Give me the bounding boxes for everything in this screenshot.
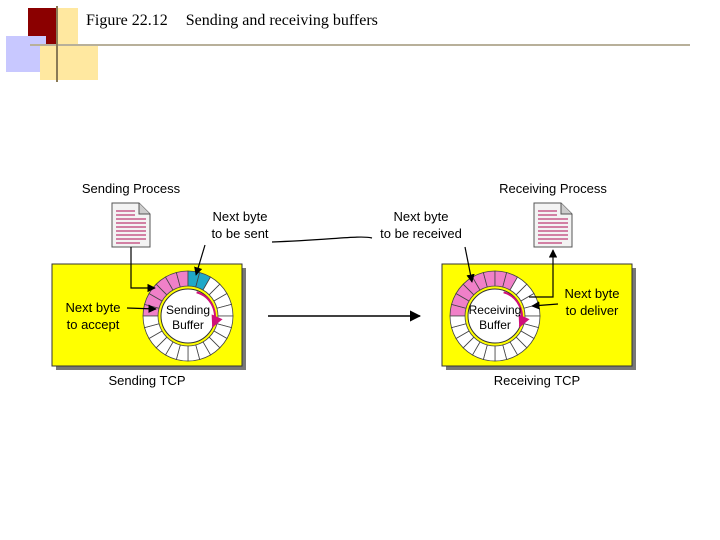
- sender-to-receiver-pointer-link: [271, 236, 373, 243]
- sending-tcp-label: Sending TCP: [108, 373, 185, 388]
- corner-cream-square-lower: [40, 46, 98, 80]
- slide-title: Figure 22.12 Sending and receiving buffer…: [86, 12, 378, 30]
- figure-caption: Sending and receiving buffers: [185, 12, 378, 29]
- sending-process-document-icon: [111, 202, 151, 248]
- receiving-buffer-slot: [449, 315, 467, 329]
- next-byte-to-accept-label-line-1: Next byte: [66, 300, 121, 315]
- next-byte-to-be-sent-pointer: [194, 244, 206, 276]
- next-byte-to-be-received-label-line-2: to be received: [380, 226, 462, 241]
- next-byte-to-accept-pointer: [126, 304, 157, 313]
- sending-buffer-ring: [142, 270, 234, 362]
- next-byte-to-deliver-pointer: [531, 301, 559, 310]
- receiving-buffer-direction-arrow: [503, 291, 530, 328]
- sending-buffer-direction-arrow: [196, 291, 223, 328]
- next-byte-to-be-sent-label-line-1: Next byte: [213, 209, 268, 224]
- buffer-to-receiving-process-arrow: [529, 249, 558, 298]
- sending-process-label: Sending Process: [82, 181, 181, 196]
- next-byte-to-be-received-pointer: [464, 246, 475, 283]
- next-byte-to-deliver-label-line-1: Next byte: [565, 286, 620, 301]
- sending-process-to-buffer-arrow: [130, 247, 156, 293]
- receiving-buffer-label-line-1: Receiving: [469, 303, 522, 317]
- next-byte-to-accept-label-line-2: to accept: [67, 317, 120, 332]
- receiving-process-document-icon: [533, 202, 573, 248]
- corner-cream-square: [56, 8, 78, 44]
- corner-blue-square: [6, 36, 46, 72]
- next-byte-to-deliver-label-line-2: to deliver: [566, 303, 619, 318]
- figure-number: Figure 22.12: [86, 12, 168, 29]
- next-byte-to-be-sent-label-line-2: to be sent: [211, 226, 268, 241]
- sending-buffer-slot: [142, 315, 160, 329]
- corner-vertical-rule: [56, 6, 58, 82]
- sending-buffer-label-line-2: Buffer: [172, 318, 204, 332]
- sending-buffer-label-line-1: Sending: [166, 303, 210, 317]
- receiving-tcp-label: Receiving TCP: [494, 373, 580, 388]
- receiving-buffer-label-line-2: Buffer: [479, 318, 511, 332]
- receiving-process-label: Receiving Process: [499, 181, 607, 196]
- receiving-buffer-ring: [449, 270, 541, 362]
- corner-horizontal-rule: [30, 44, 690, 46]
- next-byte-to-be-received-label-line-1: Next byte: [394, 209, 449, 224]
